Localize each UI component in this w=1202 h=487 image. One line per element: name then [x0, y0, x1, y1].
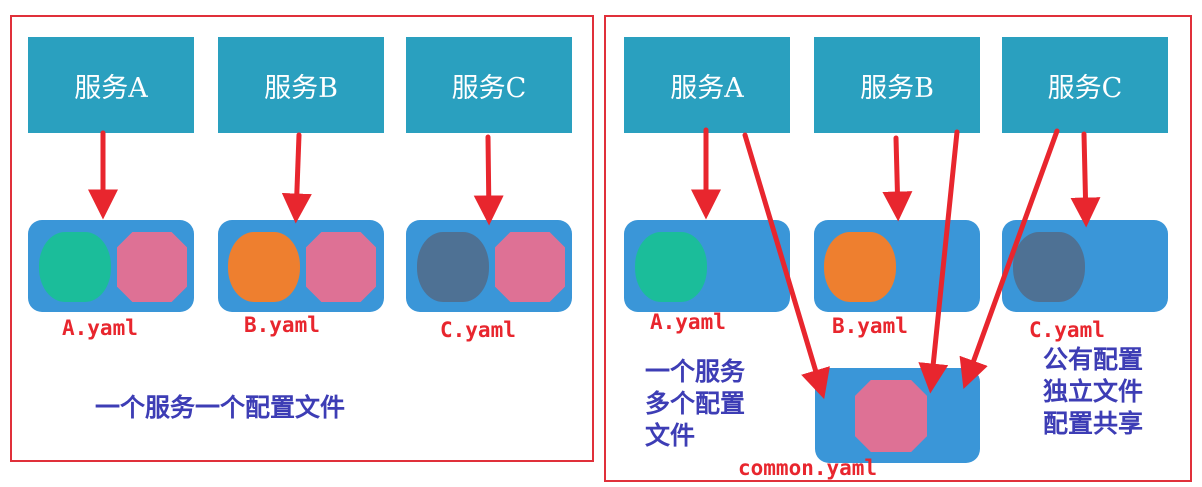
orange-blob — [824, 232, 896, 302]
note-left-line-2: 多个配置 — [645, 389, 746, 418]
left-panel — [10, 15, 594, 462]
pink-octagon — [306, 232, 376, 302]
note-right-line-1: 公有配置 — [1043, 345, 1144, 374]
right-service-c: 服务C — [1002, 37, 1168, 133]
slate-blob — [417, 232, 489, 302]
left-label-a-yaml: A.yaml — [62, 316, 138, 340]
arrow-right-c-to-config — [1070, 131, 1101, 228]
arrow-right-b-to-config — [882, 135, 913, 222]
left-label-c-yaml: C.yaml — [440, 318, 516, 342]
left-service-c: 服务C — [406, 37, 572, 133]
right-service-a: 服务A — [624, 37, 790, 133]
common-config — [815, 368, 980, 463]
right-config-c — [1002, 220, 1168, 312]
note-right-line-3: 配置共享 — [1043, 409, 1144, 438]
left-config-a — [28, 220, 194, 312]
slate-blob — [1013, 232, 1085, 302]
note-right-line-2: 独立文件 — [1043, 377, 1144, 406]
right-label-c-yaml: C.yaml — [1029, 318, 1105, 342]
note-left-line-3: 文件 — [645, 421, 696, 450]
pink-octagon — [495, 232, 565, 302]
right-note-right: 公有配置 独立文件 配置共享 — [1043, 344, 1143, 440]
green-blob — [39, 232, 111, 302]
left-service-b: 服务B — [218, 37, 384, 133]
orange-blob — [228, 232, 300, 302]
right-label-a-yaml: A.yaml — [650, 310, 726, 334]
arrow-right-a-to-common — [742, 132, 830, 400]
left-label-b-yaml: B.yaml — [244, 313, 320, 337]
arrow-left-b-to-config — [281, 132, 312, 224]
right-note-left: 一个服务 多个配置 文件 — [645, 356, 745, 452]
left-config-b — [218, 220, 384, 312]
right-config-a — [624, 220, 790, 312]
pink-octagon — [855, 380, 927, 452]
right-service-b: 服务B — [814, 37, 980, 133]
note-left-line-1: 一个服务 — [645, 357, 746, 386]
pink-octagon — [117, 232, 187, 302]
common-yaml-label: common.yaml — [738, 456, 878, 480]
arrow-left-c-to-config — [473, 134, 504, 226]
arrow-right-b-to-common — [918, 129, 960, 394]
arrow-right-c-to-common — [959, 128, 1060, 390]
right-config-b — [814, 220, 980, 312]
right-label-b-yaml: B.yaml — [832, 314, 908, 338]
left-config-c — [406, 220, 572, 312]
green-blob — [635, 232, 707, 302]
left-service-a: 服务A — [28, 37, 194, 133]
right-panel — [604, 15, 1192, 482]
left-caption: 一个服务一个配置文件 — [95, 393, 346, 422]
